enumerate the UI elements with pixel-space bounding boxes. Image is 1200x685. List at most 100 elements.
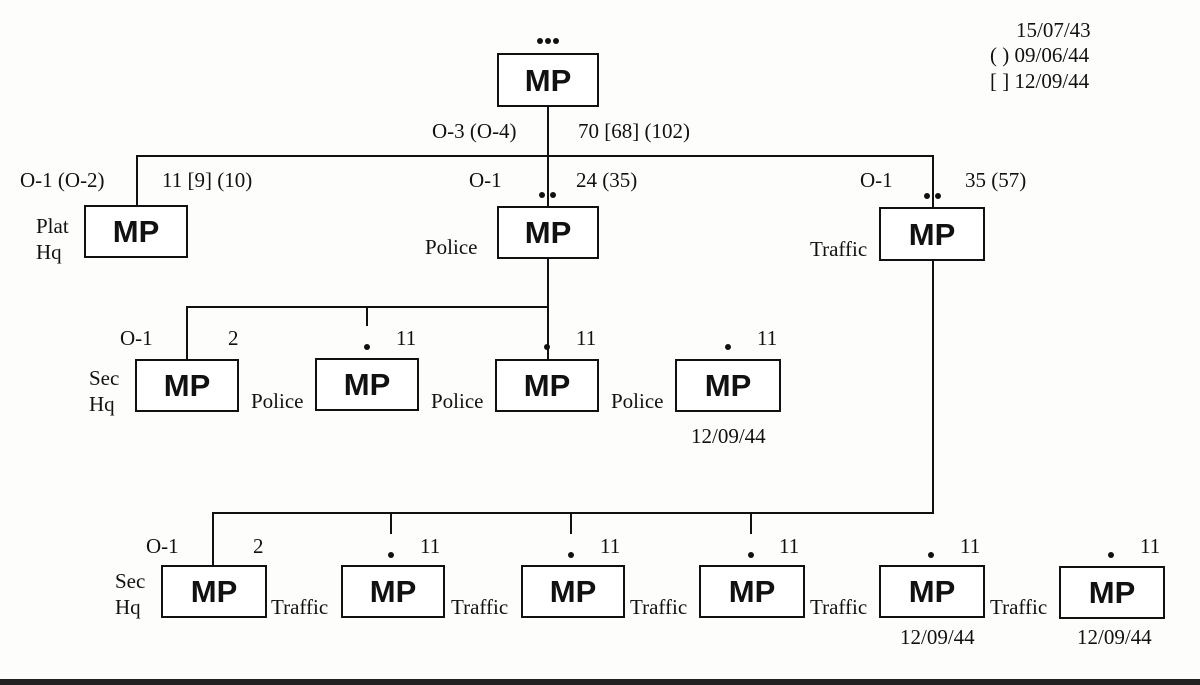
- squad-symbol-dot: [544, 344, 550, 350]
- traffic-squad-date: 12/09/44: [1077, 625, 1152, 649]
- scan-edge: [0, 679, 1200, 685]
- platoon-symbol-dot: [935, 193, 941, 199]
- traffic-sec-hq-label: Hq: [115, 595, 141, 619]
- police-platoon-box: MP: [497, 206, 599, 259]
- police-squad-strength: 11: [757, 326, 778, 350]
- unit-abbrev: MP: [343, 367, 391, 402]
- traffic-squad-strength: 11: [420, 534, 441, 558]
- squad-symbol-dot: [748, 552, 754, 558]
- traffic-squad-strength: 11: [779, 534, 800, 558]
- traffic-squad-box: MP: [699, 565, 805, 618]
- company-symbol-dot: [537, 38, 543, 44]
- traffic-platoon-strength: 35 (57): [965, 168, 1027, 192]
- squad-symbol-dot: [568, 552, 574, 558]
- platoon-symbol-dot: [550, 192, 556, 198]
- police-squad-label: Police: [251, 389, 304, 413]
- unit-abbrev: MP: [524, 62, 572, 98]
- unit-abbrev: MP: [704, 368, 752, 403]
- connector-line: [366, 306, 368, 326]
- connector-line: [136, 155, 934, 157]
- connector-line: [570, 512, 572, 534]
- company-symbol-dot: [545, 38, 551, 44]
- police-sec-hq-label: Hq: [89, 392, 115, 416]
- traffic-squad-box: MP: [879, 565, 985, 618]
- traffic-sec-hq-box: MP: [161, 565, 267, 618]
- platoon-symbol-dot: [924, 193, 930, 199]
- traffic-squad-label: Traffic: [810, 595, 868, 619]
- traffic-sec-hq-officer: O-1: [146, 534, 179, 558]
- police-sec-hq-box: MP: [135, 359, 239, 412]
- plat-hq-label: Hq: [36, 240, 62, 264]
- unit-abbrev: MP: [908, 574, 956, 609]
- unit-abbrev: MP: [908, 216, 956, 252]
- police-squad-box: MP: [495, 359, 599, 412]
- police-sec-hq-officer: O-1: [120, 326, 153, 350]
- traffic-platoon-box: MP: [879, 207, 985, 261]
- traffic-squad-strength: 11: [600, 534, 621, 558]
- connector-line: [212, 512, 214, 565]
- traffic-sec-hq-label: Sec: [115, 569, 146, 593]
- unit-abbrev: MP: [163, 368, 211, 403]
- police-sec-hq-label: Sec: [89, 366, 120, 390]
- company-strength: 70 [68] (102): [578, 119, 690, 143]
- traffic-squad-label: Traffic: [271, 595, 329, 619]
- police-sec-hq-strength: 2: [228, 326, 239, 350]
- plat-hq-box: MP: [84, 205, 188, 258]
- traffic-platoon-officer: O-1: [860, 168, 893, 192]
- platoon-symbol-dot: [539, 192, 545, 198]
- traffic-sec-hq-strength: 2: [253, 534, 264, 558]
- connector-line: [186, 306, 188, 359]
- company-officer: O-3 (O-4): [432, 119, 517, 143]
- police-platoon-officer: O-1: [469, 168, 502, 192]
- plat-hq-strength: 11 [9] (10): [162, 168, 253, 192]
- traffic-squad-box: MP: [341, 565, 445, 618]
- legend-date-brackets: [ ] 12/09/44: [990, 69, 1090, 93]
- traffic-squad-date: 12/09/44: [900, 625, 975, 649]
- company-symbol-dot: [553, 38, 559, 44]
- squad-symbol-dot: [928, 552, 934, 558]
- unit-abbrev: MP: [369, 574, 417, 609]
- connector-line: [547, 107, 549, 207]
- traffic-squad-box: MP: [521, 565, 625, 618]
- squad-symbol-dot: [725, 344, 731, 350]
- traffic-squad-strength: 11: [1140, 534, 1161, 558]
- unit-abbrev: MP: [728, 574, 776, 609]
- police-squad-label: Police: [431, 389, 484, 413]
- company-hq-box: MP: [497, 53, 599, 107]
- connector-line: [136, 155, 138, 205]
- squad-symbol-dot: [364, 344, 370, 350]
- legend-date-parens: ( ) 09/06/44: [990, 43, 1090, 67]
- connector-line: [212, 512, 934, 514]
- legend-date-base: 15/07/43: [1016, 18, 1091, 42]
- unit-abbrev: MP: [549, 574, 597, 609]
- unit-abbrev: MP: [190, 574, 238, 609]
- police-squad-label: Police: [611, 389, 664, 413]
- traffic-squad-label: Traffic: [990, 595, 1048, 619]
- connector-line: [932, 155, 934, 207]
- connector-line: [547, 259, 549, 359]
- unit-abbrev: MP: [523, 368, 571, 403]
- unit-abbrev: MP: [112, 214, 160, 249]
- plat-hq-label: Plat: [36, 214, 69, 238]
- police-squad-box: MP: [675, 359, 781, 412]
- police-squad-strength: 11: [396, 326, 417, 350]
- traffic-platoon-label: Traffic: [810, 237, 868, 261]
- unit-abbrev: MP: [1088, 575, 1136, 610]
- connector-line: [932, 261, 934, 514]
- unit-abbrev: MP: [524, 215, 572, 250]
- connector-line: [390, 512, 392, 534]
- police-squad-box: MP: [315, 358, 419, 411]
- traffic-squad-label: Traffic: [630, 595, 688, 619]
- police-squad-strength: 11: [576, 326, 597, 350]
- squad-symbol-dot: [1108, 552, 1114, 558]
- traffic-squad-strength: 11: [960, 534, 981, 558]
- traffic-squad-label: Traffic: [451, 595, 509, 619]
- police-platoon-strength: 24 (35): [576, 168, 638, 192]
- police-platoon-label: Police: [425, 235, 478, 259]
- plat-hq-officer: O-1 (O-2): [20, 168, 105, 192]
- squad-symbol-dot: [388, 552, 394, 558]
- connector-line: [750, 512, 752, 534]
- police-squad-date: 12/09/44: [691, 424, 766, 448]
- traffic-squad-box: MP: [1059, 566, 1165, 619]
